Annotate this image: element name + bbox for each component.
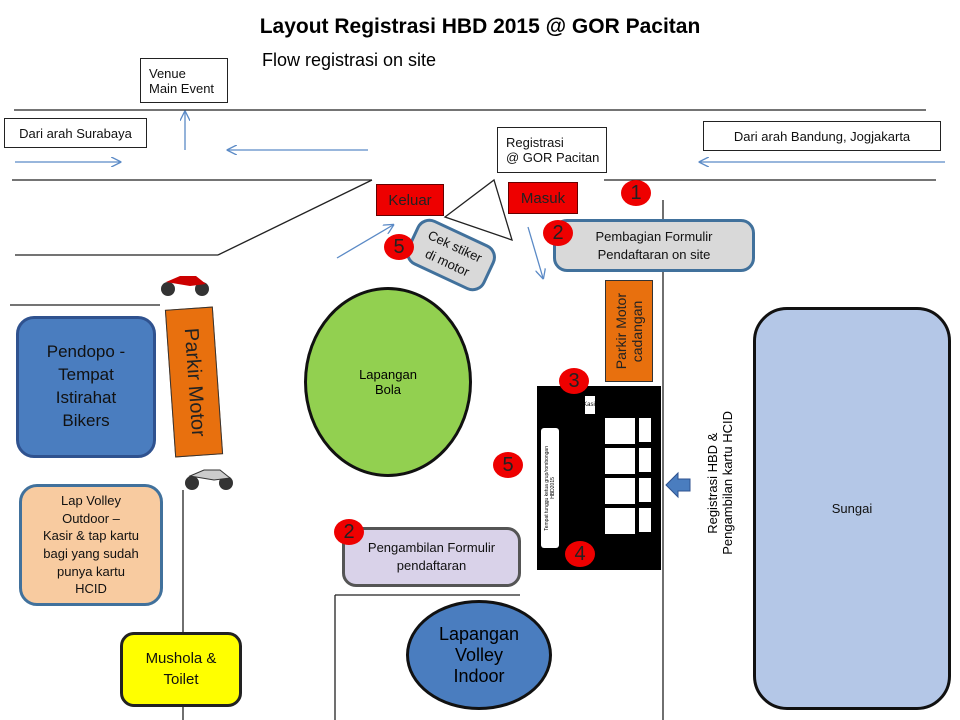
parkir-cadangan-area: Parkir Motor cadangan (605, 280, 653, 382)
mushola-box: Mushola & Toilet (120, 632, 242, 707)
counter-labels (639, 418, 651, 538)
step-3-marker: 3 (559, 368, 589, 394)
step-2-marker: 2 (334, 519, 364, 545)
entry-arrow-icon (665, 471, 691, 499)
registration-hall-plan: Kasir Tempat tunggu ketua grup/rombongan… (537, 386, 661, 570)
lapangan-bola: Lapangan Bola (304, 287, 472, 477)
entry-sign: Masuk (508, 182, 578, 214)
page-title: Layout Registrasi HBD 2015 @ GOR Pacitan (259, 15, 701, 38)
pendopo-box: Pendopo - Tempat Istirahat Bikers (16, 316, 156, 458)
step-2-marker: 2 (543, 220, 573, 246)
parkir-cadangan-label: Parkir Motor cadangan (613, 292, 645, 370)
step-4-marker: 4 (565, 541, 595, 567)
parkir-motor-label: Parkir Motor (179, 326, 210, 438)
registrasi-hcid-label: Registrasi HBD & Pengambilan kartu HCID (695, 400, 745, 565)
kasir-label: Kasir (583, 396, 597, 414)
page-subtitle: Flow registrasi on site (262, 49, 437, 70)
motorcycle-icon (161, 276, 209, 296)
motorcycle-icon (185, 469, 233, 490)
parkir-motor-area: Parkir Motor (164, 306, 224, 458)
step-1-marker: 1 (621, 180, 651, 206)
sungai-area: Sungai (753, 307, 951, 710)
step-5-marker: 5 (493, 452, 523, 478)
lap-volley-outdoor-box: Lap Volley Outdoor – Kasir & tap kartu b… (19, 484, 163, 606)
tunggu-area: Tempat tunggu ketua grup/rombongan HBD20… (541, 428, 559, 548)
tunggu-label: Tempat tunggu ketua grup/rombongan HBD20… (544, 445, 556, 531)
counter-desks (605, 418, 635, 538)
from-surabaya-box: Dari arah Surabaya (4, 118, 147, 148)
from-bandung-box: Dari arah Bandung, Jogjakarta (703, 121, 941, 151)
step-5-marker: 5 (384, 234, 414, 260)
registrasi-hcid-text: Registrasi HBD & Pengambilan kartu HCID (705, 410, 735, 555)
lapangan-volley-indoor: Lapangan Volley Indoor (406, 600, 552, 710)
registrasi-gor-box: Registrasi @ GOR Pacitan (497, 127, 607, 173)
exit-sign: Keluar (376, 184, 444, 216)
pengambilan-formulir-box: Pengambilan Formulir pendaftaran (342, 527, 521, 587)
venue-box: Venue Main Event (140, 58, 228, 103)
pembagian-formulir-box: Pembagian Formulir Pendaftaran on site (553, 219, 755, 272)
